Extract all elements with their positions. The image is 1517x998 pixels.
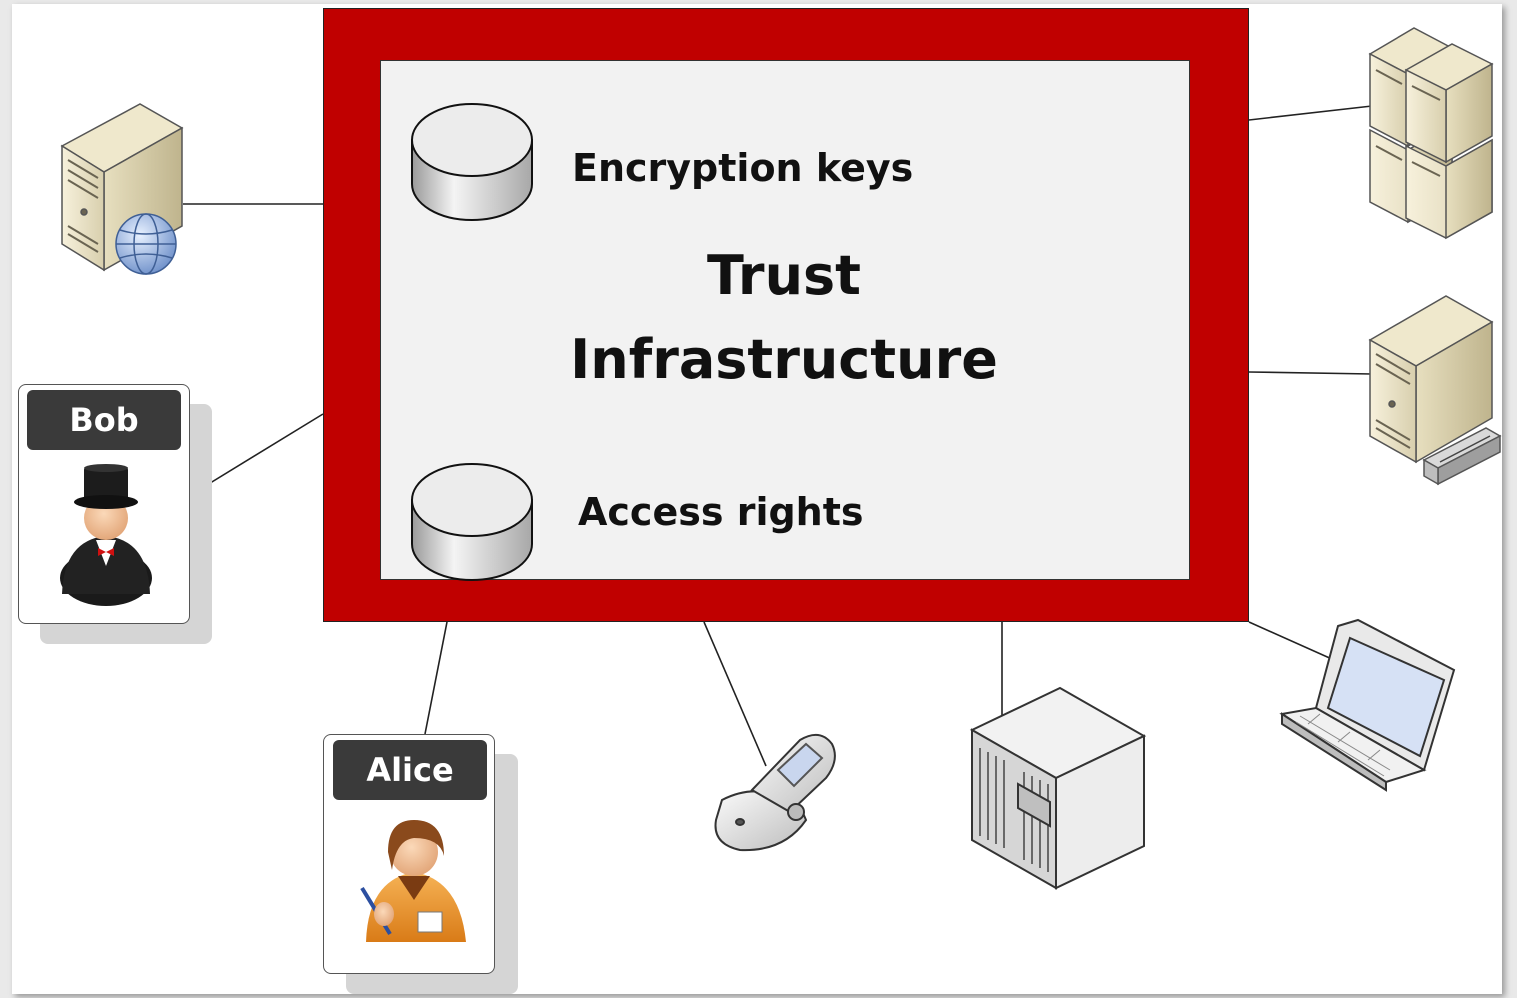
connector-alice: [424, 621, 448, 735]
mainframe-icon: [969, 686, 1147, 890]
server-with-drive-icon: [1368, 295, 1502, 486]
connector-server-drive: [1248, 371, 1373, 375]
trust-title-line2: Infrastructure: [570, 328, 998, 391]
gentleman-user-icon: [60, 464, 152, 606]
laptop-icon: [1279, 618, 1456, 792]
connector-server-cluster: [1248, 105, 1373, 121]
access-rights-label: Access rights: [578, 490, 864, 534]
encryption-keys-label: Encryption keys: [572, 146, 914, 190]
trust-title-line1: Trust: [707, 244, 861, 307]
connector-laptop: [1248, 621, 1344, 665]
database-icon: [411, 463, 533, 581]
alice-name-tag: Alice: [333, 740, 487, 800]
server-cluster-icon: [1368, 27, 1494, 240]
web-server-icon: [60, 103, 184, 275]
mobile-phone-icon: [714, 733, 836, 852]
office-worker-user-icon: [360, 820, 466, 942]
database-icon: [411, 103, 533, 221]
bob-name-tag: Bob: [27, 390, 181, 450]
connector-phone: [703, 621, 767, 767]
